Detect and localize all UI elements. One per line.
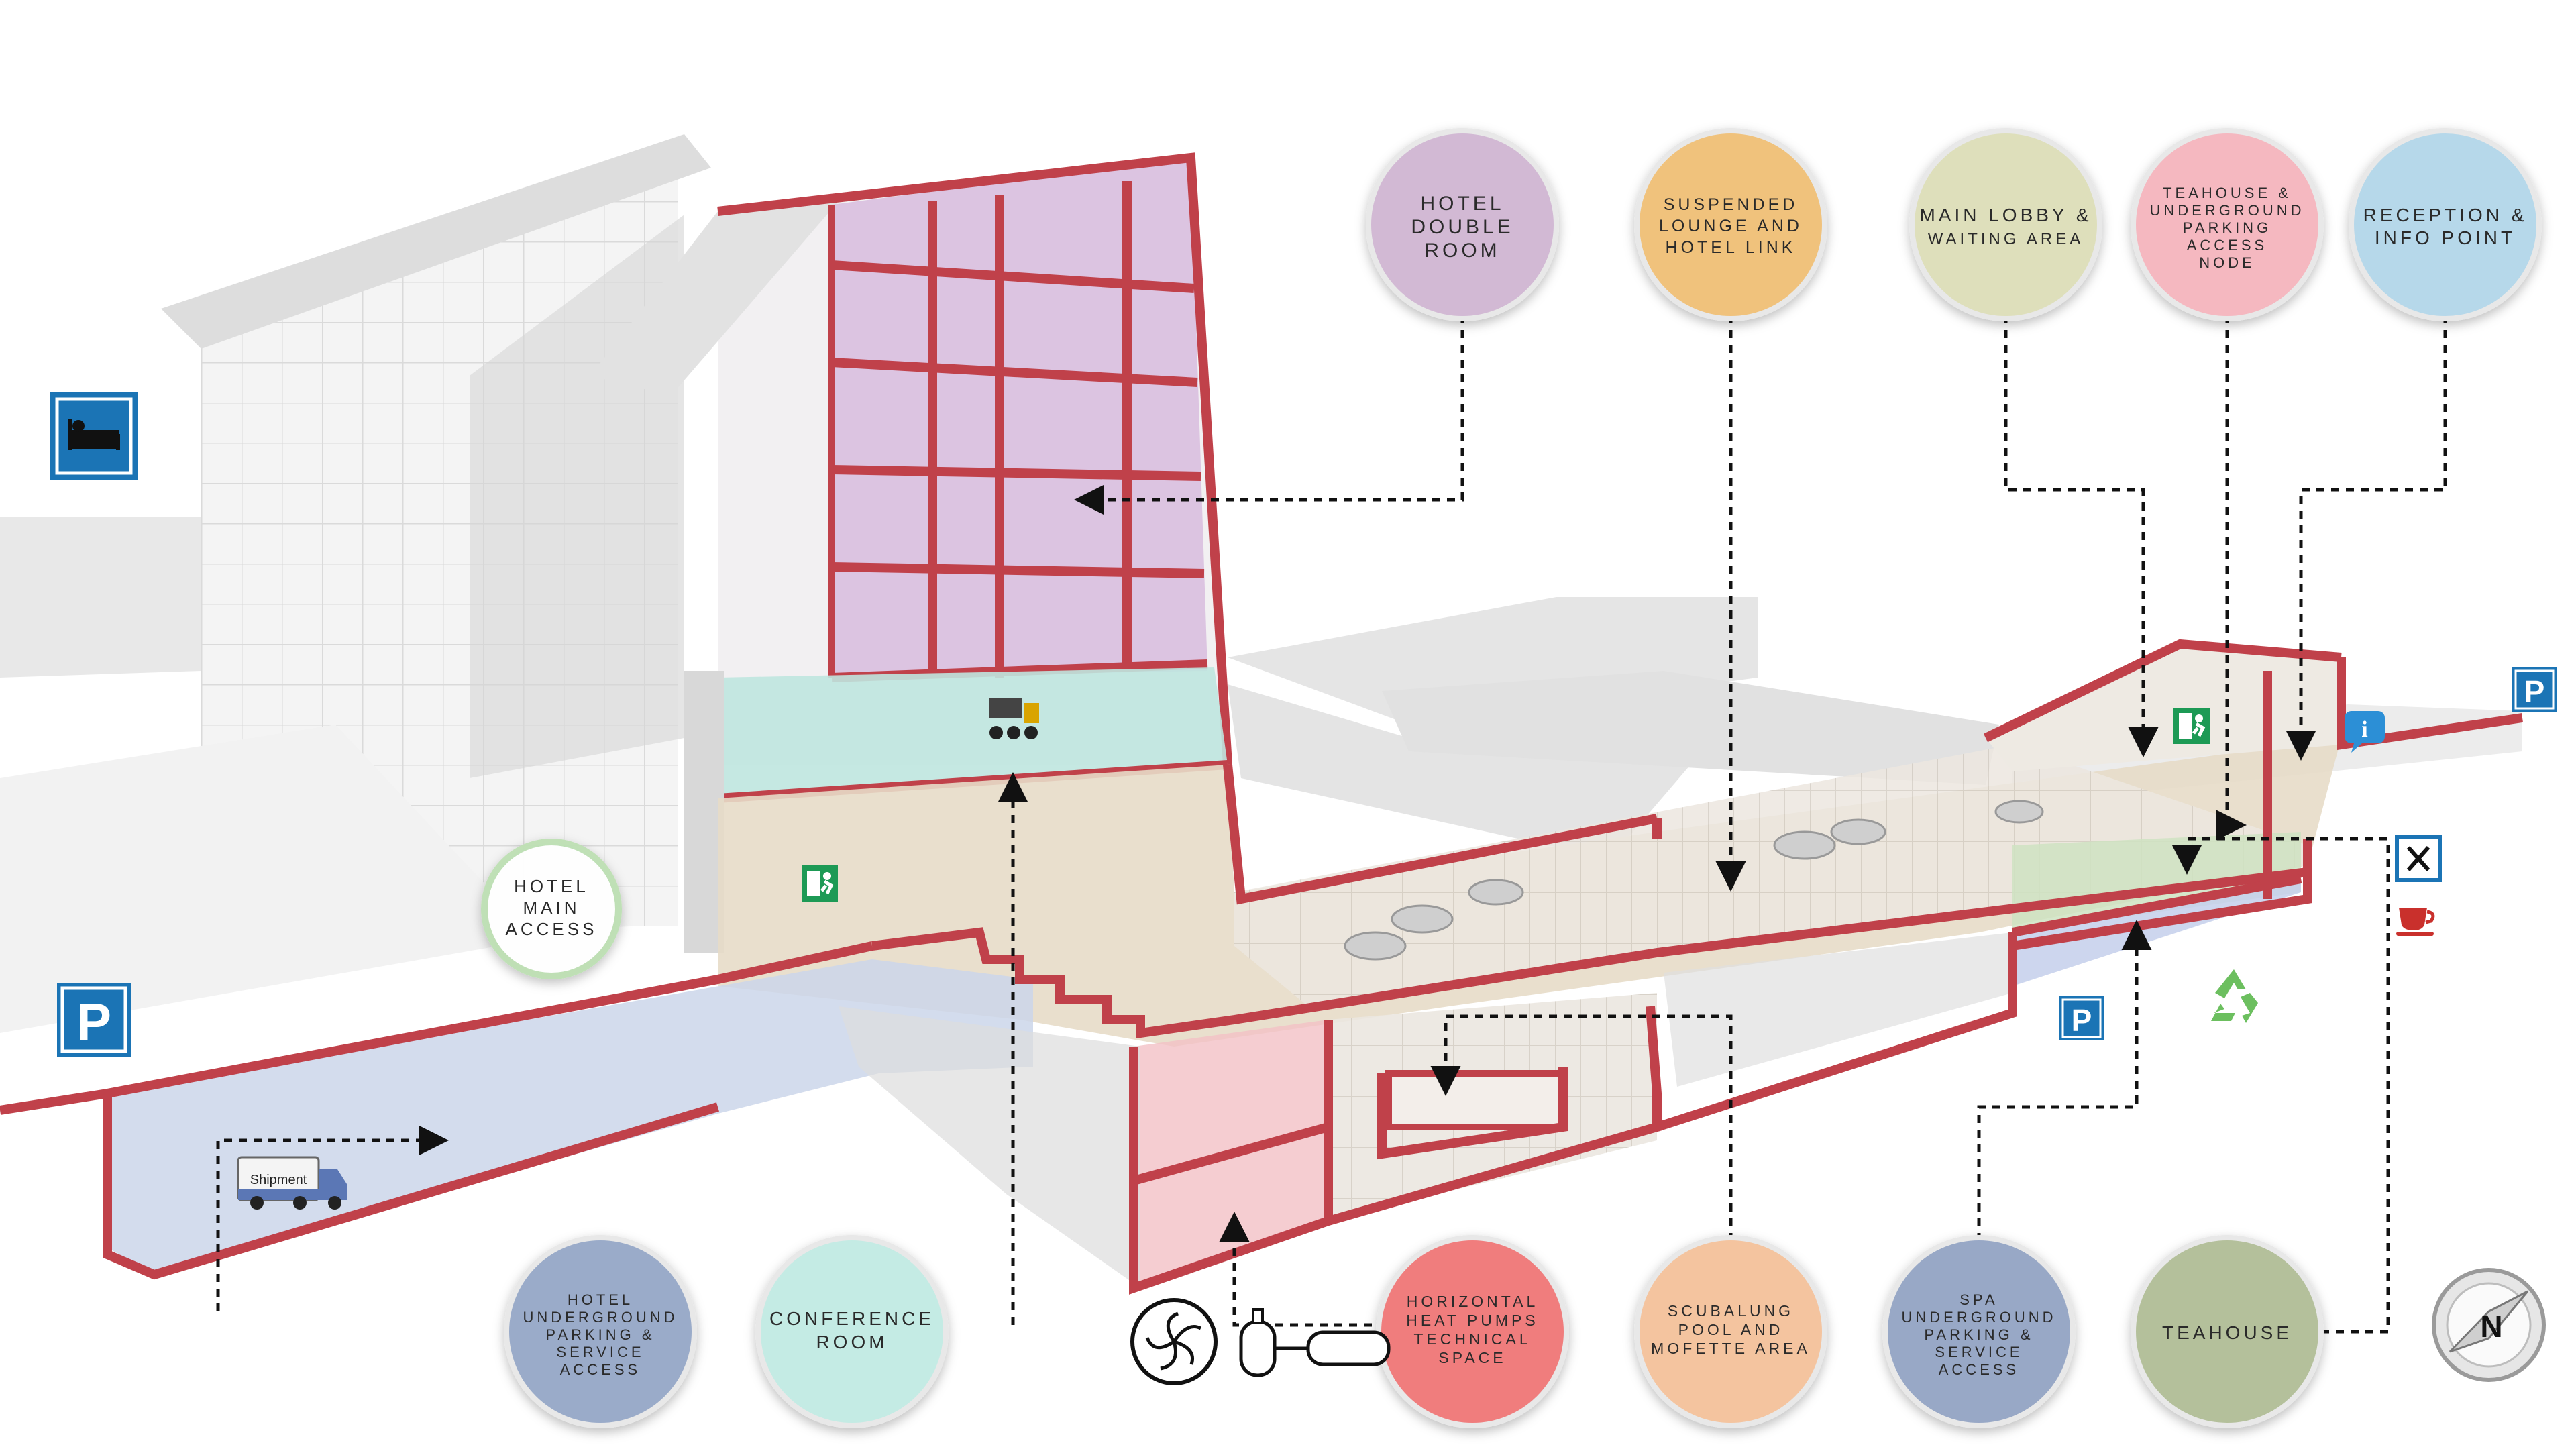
- exit-icon: [802, 865, 838, 902]
- scubalung-line-3: MOFETTE AREA: [1651, 1340, 1811, 1357]
- reception-line-1: RECEPTION &: [2363, 205, 2528, 225]
- hotel-parking-line-5: ACCESS: [560, 1361, 641, 1378]
- conference-zone: [718, 667, 1228, 798]
- spa-parking-bubble: SPA UNDERGROUND PARKING & SERVICE ACCESS: [1882, 1235, 2076, 1428]
- teahouse-parking-node-bubble: TEAHOUSE & UNDERGROUND PARKING ACCESS NO…: [2131, 128, 2324, 321]
- conference-room-bubble: CONFERENCE ROOM: [755, 1235, 949, 1428]
- arrow-hotel-room: [1074, 315, 1464, 515]
- scubalung-line-1: SCUBALUNG: [1668, 1302, 1794, 1320]
- heat-pumps-line-2: HEAT PUMPS: [1406, 1311, 1538, 1329]
- bed-icon: [50, 392, 138, 480]
- scubalung-line-2: POOL AND: [1678, 1321, 1784, 1338]
- suspended-lounge-line-1: SUSPENDED: [1664, 195, 1799, 214]
- suspended-lounge-bubble: SUSPENDED LOUNGE AND HOTEL LINK: [1634, 128, 1827, 321]
- svg-text:Shipment: Shipment: [250, 1173, 307, 1187]
- main-lobby-line-2: WAITING AREA: [1928, 230, 2084, 248]
- exit-icon: [2174, 708, 2210, 744]
- arrow-teahouse-node: [2216, 315, 2247, 841]
- heat-pumps-line-3: TECHNICAL: [1413, 1330, 1531, 1348]
- conference-room-line-1: CONFERENCE: [769, 1308, 934, 1329]
- fan-icon: [1130, 1298, 1218, 1385]
- spa-parking-zone: [2012, 879, 2301, 986]
- coffee-cup-icon: [2396, 908, 2435, 936]
- spa-parking-line-5: ACCESS: [1939, 1361, 2019, 1378]
- arrow-teahouse: [2171, 837, 2390, 1334]
- compass-icon: N: [2432, 1268, 2546, 1382]
- reception-bubble: RECEPTION & INFO POINT: [2349, 128, 2542, 321]
- scubalung-bubble: SCUBALUNG POOL AND MOFETTE AREA: [1634, 1235, 1827, 1428]
- hotel-main-access-bubble: HOTEL MAIN ACCESS: [481, 839, 622, 979]
- conference-room-line-2: ROOM: [816, 1332, 888, 1352]
- spa-parking-line-1: SPA: [1960, 1291, 1998, 1308]
- hotel-parking-line-2: UNDERGROUND: [523, 1309, 678, 1326]
- hotel-main-access-line-1: HOTEL: [514, 876, 589, 896]
- restaurant-icon: [2395, 835, 2442, 882]
- main-lobby-line-1: MAIN LOBBY &: [1919, 205, 2092, 225]
- spa-parking-line-2: UNDERGROUND: [1902, 1309, 2057, 1326]
- info-icon: i: [2345, 711, 2385, 753]
- teahouse-parking-line-5: NODE: [2199, 254, 2255, 271]
- teahouse-line-1: TEAHOUSE: [2162, 1322, 2292, 1343]
- section-cut-lines: [0, 657, 2524, 1295]
- ground-level: [718, 639, 2342, 1046]
- svg-text:i: i: [2361, 717, 2367, 742]
- hotel-main-access-line-3: ACCESS: [506, 919, 598, 939]
- arrow-spa-parking: [1977, 920, 2152, 1241]
- hotel-tower: [590, 152, 1232, 953]
- hotel-rooms-zone: [832, 158, 1208, 678]
- parking-icon: P: [2059, 996, 2104, 1040]
- svg-text:N: N: [2480, 1309, 2502, 1344]
- hotel-main-access-line-2: MAIN: [523, 898, 580, 918]
- parking-icon: P: [2512, 667, 2557, 712]
- recycle-icon: [2211, 969, 2258, 1023]
- arrow-pool: [1430, 1014, 1733, 1241]
- conference-people-icon: [989, 698, 1039, 739]
- hotel-double-room-line-1: HOTEL: [1420, 193, 1504, 215]
- hotel-double-room-line-2: DOUBLE: [1411, 216, 1513, 238]
- heat-pumps-bubble: HORIZONTAL HEAT PUMPS TECHNICAL SPACE: [1376, 1235, 1569, 1428]
- svg-text:P: P: [76, 992, 111, 1051]
- arrow-lobby: [2004, 315, 2159, 757]
- hotel-parking-line-1: HOTEL: [568, 1291, 633, 1308]
- parking-icon: P: [57, 983, 131, 1057]
- teahouse-parking-line-4: ACCESS: [2187, 237, 2267, 254]
- hotel-parking-line-3: PARKING &: [545, 1326, 655, 1343]
- reception-line-2: INFO POINT: [2375, 227, 2516, 248]
- teahouse-bubble: TEAHOUSE: [2131, 1235, 2324, 1428]
- teahouse-parking-line-3: PARKING: [2183, 219, 2271, 236]
- heat-pumps-line-1: HORIZONTAL: [1407, 1293, 1539, 1310]
- suspended-lounge-line-3: HOTEL LINK: [1666, 238, 1796, 257]
- teahouse-parking-line-2: UNDERGROUND: [2150, 202, 2305, 219]
- arrow-heat-pumps: [1219, 1212, 1372, 1327]
- suspended-lounge-line-2: LOUNGE AND: [1659, 217, 1803, 235]
- hotel-double-room-line-3: ROOM: [1424, 239, 1500, 262]
- heat-pump-tank-icon: [1239, 1308, 1391, 1377]
- svg-text:P: P: [2524, 674, 2545, 709]
- teahouse-parking-line-1: TEAHOUSE &: [2163, 184, 2292, 201]
- hotel-double-room-bubble: HOTEL DOUBLE ROOM: [1366, 128, 1559, 321]
- main-lobby-bubble: MAIN LOBBY & WAITING AREA: [1909, 128, 2102, 321]
- delivery-truck-icon: Shipment: [237, 1156, 347, 1210]
- spa-parking-line-4: SERVICE: [1935, 1344, 2023, 1360]
- spa-parking-line-3: PARKING &: [1924, 1326, 2033, 1343]
- hotel-parking-line-4: SERVICE: [556, 1344, 644, 1360]
- connector-arrows: [216, 315, 2447, 1334]
- svg-text:P: P: [2072, 1003, 2092, 1038]
- lobby-zone: [2012, 832, 2301, 932]
- heat-pumps-line-4: SPACE: [1438, 1349, 1506, 1366]
- hotel-parking-bubble: HOTEL UNDERGROUND PARKING & SERVICE ACCE…: [504, 1235, 697, 1428]
